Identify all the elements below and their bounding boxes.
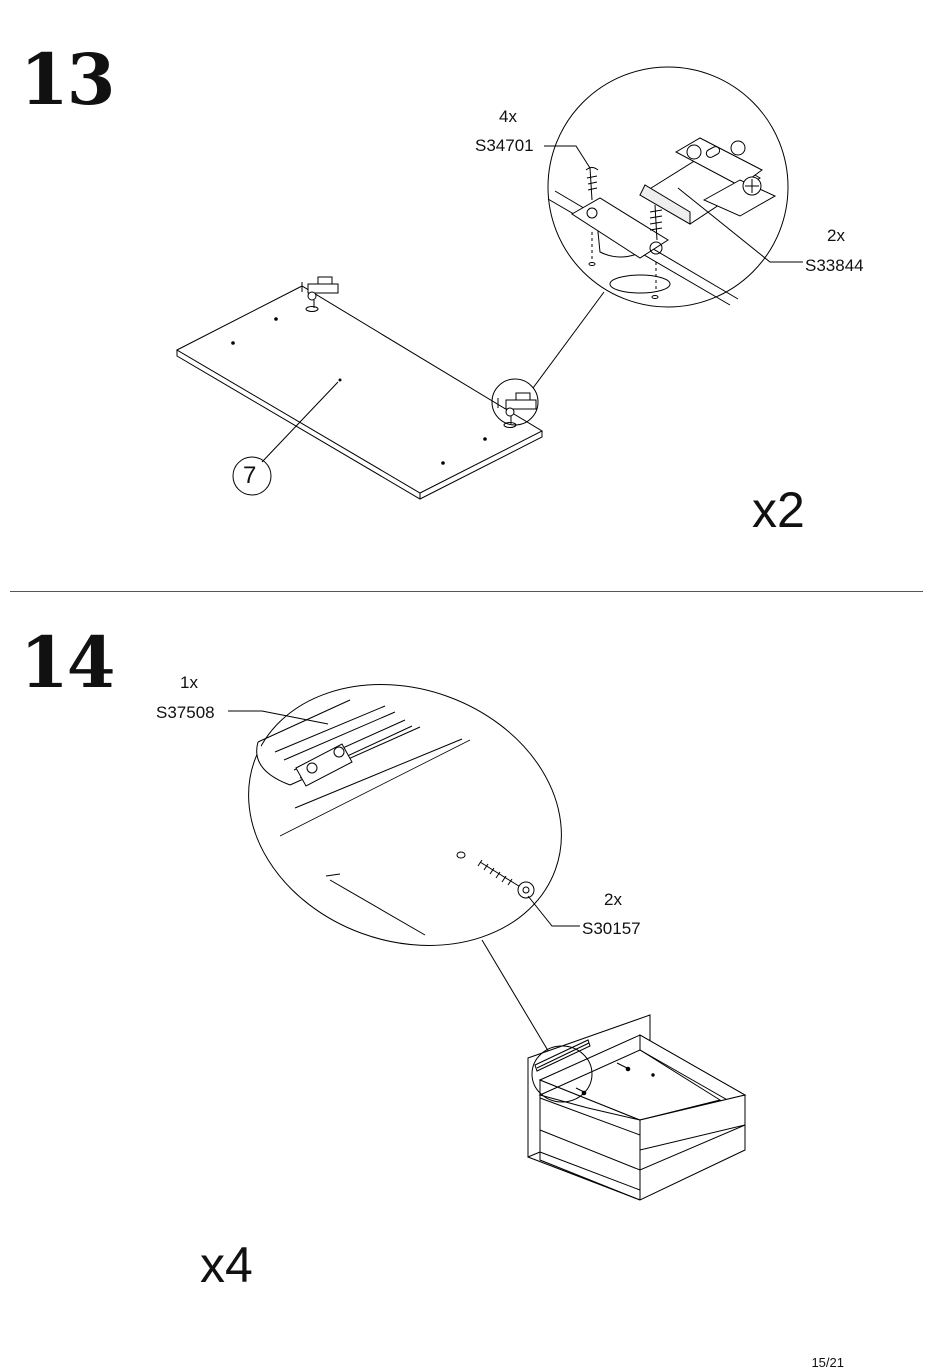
drawer-rail-icon — [257, 700, 420, 786]
rail-detail-view — [212, 642, 599, 988]
screw-icon — [478, 860, 534, 898]
drawer-box — [528, 1015, 745, 1200]
page-number: 15/21 — [811, 1355, 844, 1370]
